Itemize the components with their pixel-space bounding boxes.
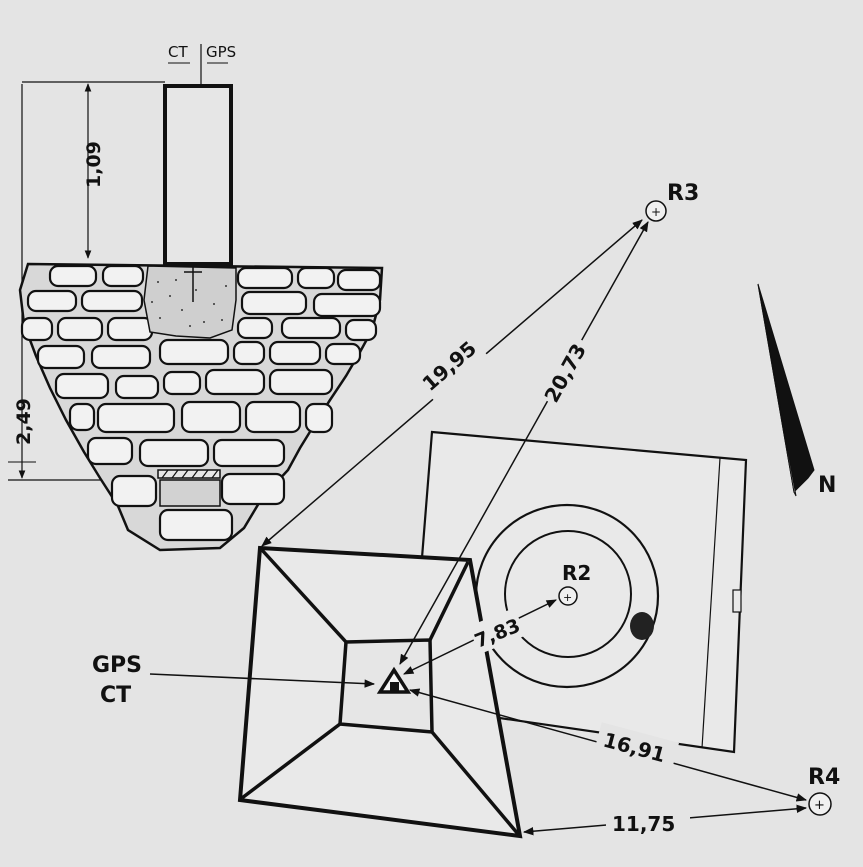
- svg-text:+: +: [563, 591, 572, 604]
- r4-marker: [808, 792, 832, 816]
- concrete-pillar: [163, 84, 233, 266]
- dark-fill-mark: [630, 612, 654, 640]
- gps-label: GPS: [92, 653, 142, 678]
- plan-view: + R2 GPS CT + R3 + R4: [92, 181, 840, 840]
- concrete-core: [143, 265, 237, 339]
- bottom-hatch: [157, 469, 221, 479]
- pillar-label-gps: GPS: [206, 43, 236, 61]
- ct-label: CT: [100, 683, 131, 708]
- north-label: N: [818, 473, 836, 498]
- gps-ct-triangle-icon: [376, 666, 412, 694]
- north-arrow-icon: [757, 283, 815, 494]
- north-arrow: N: [757, 283, 836, 498]
- pillar-height-label: 1,09: [83, 141, 105, 188]
- svg-text:+: +: [814, 798, 825, 813]
- svg-text:+: +: [651, 205, 661, 219]
- r3-label: R3: [667, 181, 699, 206]
- foundation-depth-label: 2,49: [13, 398, 35, 445]
- r2-label: R2: [562, 561, 591, 585]
- gps-ct-pointer: [149, 673, 376, 688]
- r3-marker: [645, 200, 667, 222]
- building-door: [732, 589, 742, 613]
- pillar-cross-section: CT GPS 1,09 2,49: [8, 43, 384, 552]
- distance-label-11-75: 11,75: [612, 812, 675, 836]
- pillar-label-ct: CT: [168, 43, 188, 61]
- r4-label: R4: [808, 765, 840, 790]
- bottom-marker-block: [159, 479, 221, 507]
- distance-line-20-73: [399, 221, 649, 665]
- concrete-speckle: [151, 279, 227, 327]
